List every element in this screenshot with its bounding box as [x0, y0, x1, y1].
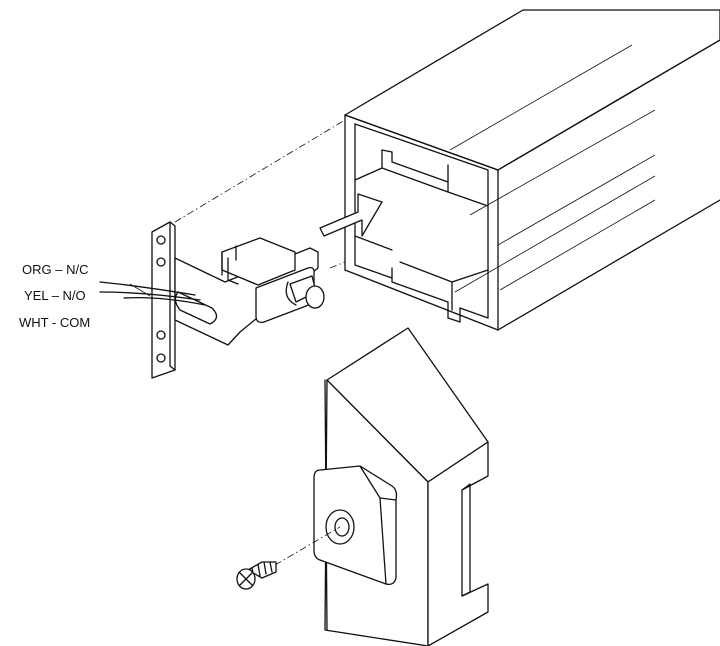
- door-rail: [344, 9, 720, 331]
- end-cap: [313, 327, 489, 646]
- switch-wires: [99, 281, 206, 306]
- insert-direction-arrow: [319, 193, 383, 237]
- wire-label-yellow: YEL – N/O: [24, 288, 86, 303]
- wire-label-orange: ORG – N/C: [22, 262, 89, 277]
- alignment-lines: [174, 119, 346, 269]
- mounting-screw: [236, 526, 341, 590]
- wire-label-white: WHT - COM: [19, 315, 91, 330]
- switch-bracket: [151, 221, 325, 379]
